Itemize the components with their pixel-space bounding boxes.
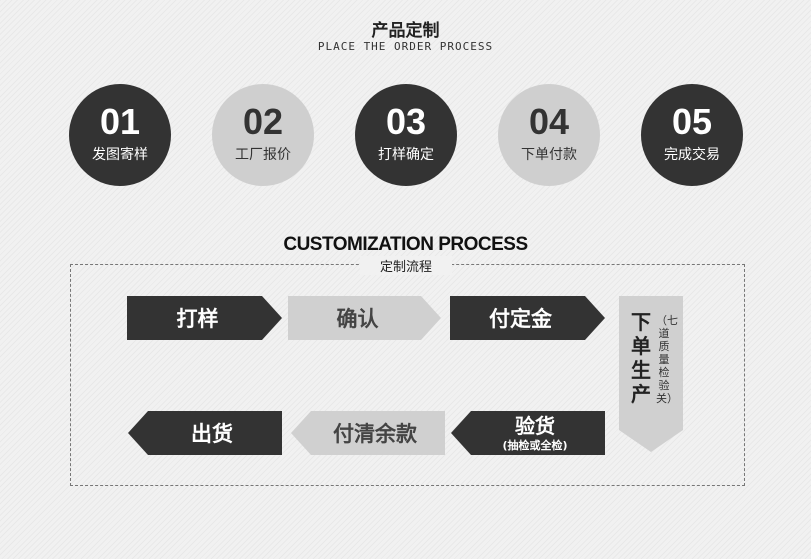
step-circle-02: 02 工厂报价 <box>212 84 314 186</box>
flow-step-label: 付清余款 <box>333 422 417 446</box>
step-number: 04 <box>528 101 570 142</box>
step-label: 工厂报价 <box>235 147 291 163</box>
step-circle-05: 05 完成交易 <box>641 84 743 186</box>
flow-step-proof: 打样 <box>127 296 282 340</box>
flow-step-label: 付定金 <box>489 307 552 331</box>
flow-step-confirm: 确认 <box>288 296 441 340</box>
inspection-label: 验货 <box>515 413 555 438</box>
production-sublabel: （七道质量检验关） <box>656 314 678 405</box>
flow-step-inspection: 验货 (抽检或全检) <box>451 411 605 455</box>
step-label: 发图寄样 <box>92 147 148 163</box>
page-title: 产品定制 <box>371 21 440 41</box>
step-circle-03: 03 打样确定 <box>355 84 457 186</box>
step-label: 完成交易 <box>664 147 720 163</box>
step-number: 02 <box>242 101 284 142</box>
flow-step-balance: 付清余款 <box>291 411 445 455</box>
step-circle-01: 01 发图寄样 <box>69 84 171 186</box>
step-number: 03 <box>385 101 427 142</box>
step-label: 下单付款 <box>521 147 577 163</box>
flow-step-deposit: 付定金 <box>450 296 605 340</box>
flow-step-ship: 出货 <box>128 411 282 455</box>
flow-step-label: 确认 <box>336 307 379 331</box>
process-title: CUSTOMIZATION PROCESS <box>283 234 528 255</box>
step-circle-04: 04 下单付款 <box>498 84 600 186</box>
inspection-sublabel: (抽检或全检) <box>502 438 568 452</box>
step-number: 05 <box>671 101 713 142</box>
flow-step-label: 打样 <box>176 307 219 331</box>
process-subtitle: 定制流程 <box>360 256 452 275</box>
flow-step-production <box>619 296 683 452</box>
page-subtitle: PLACE THE ORDER PROCESS <box>317 40 494 53</box>
step-number: 01 <box>99 101 141 142</box>
flow-step-label: 出货 <box>191 422 233 446</box>
step-label: 打样确定 <box>378 147 434 163</box>
production-label: 下单生产 <box>631 310 651 406</box>
